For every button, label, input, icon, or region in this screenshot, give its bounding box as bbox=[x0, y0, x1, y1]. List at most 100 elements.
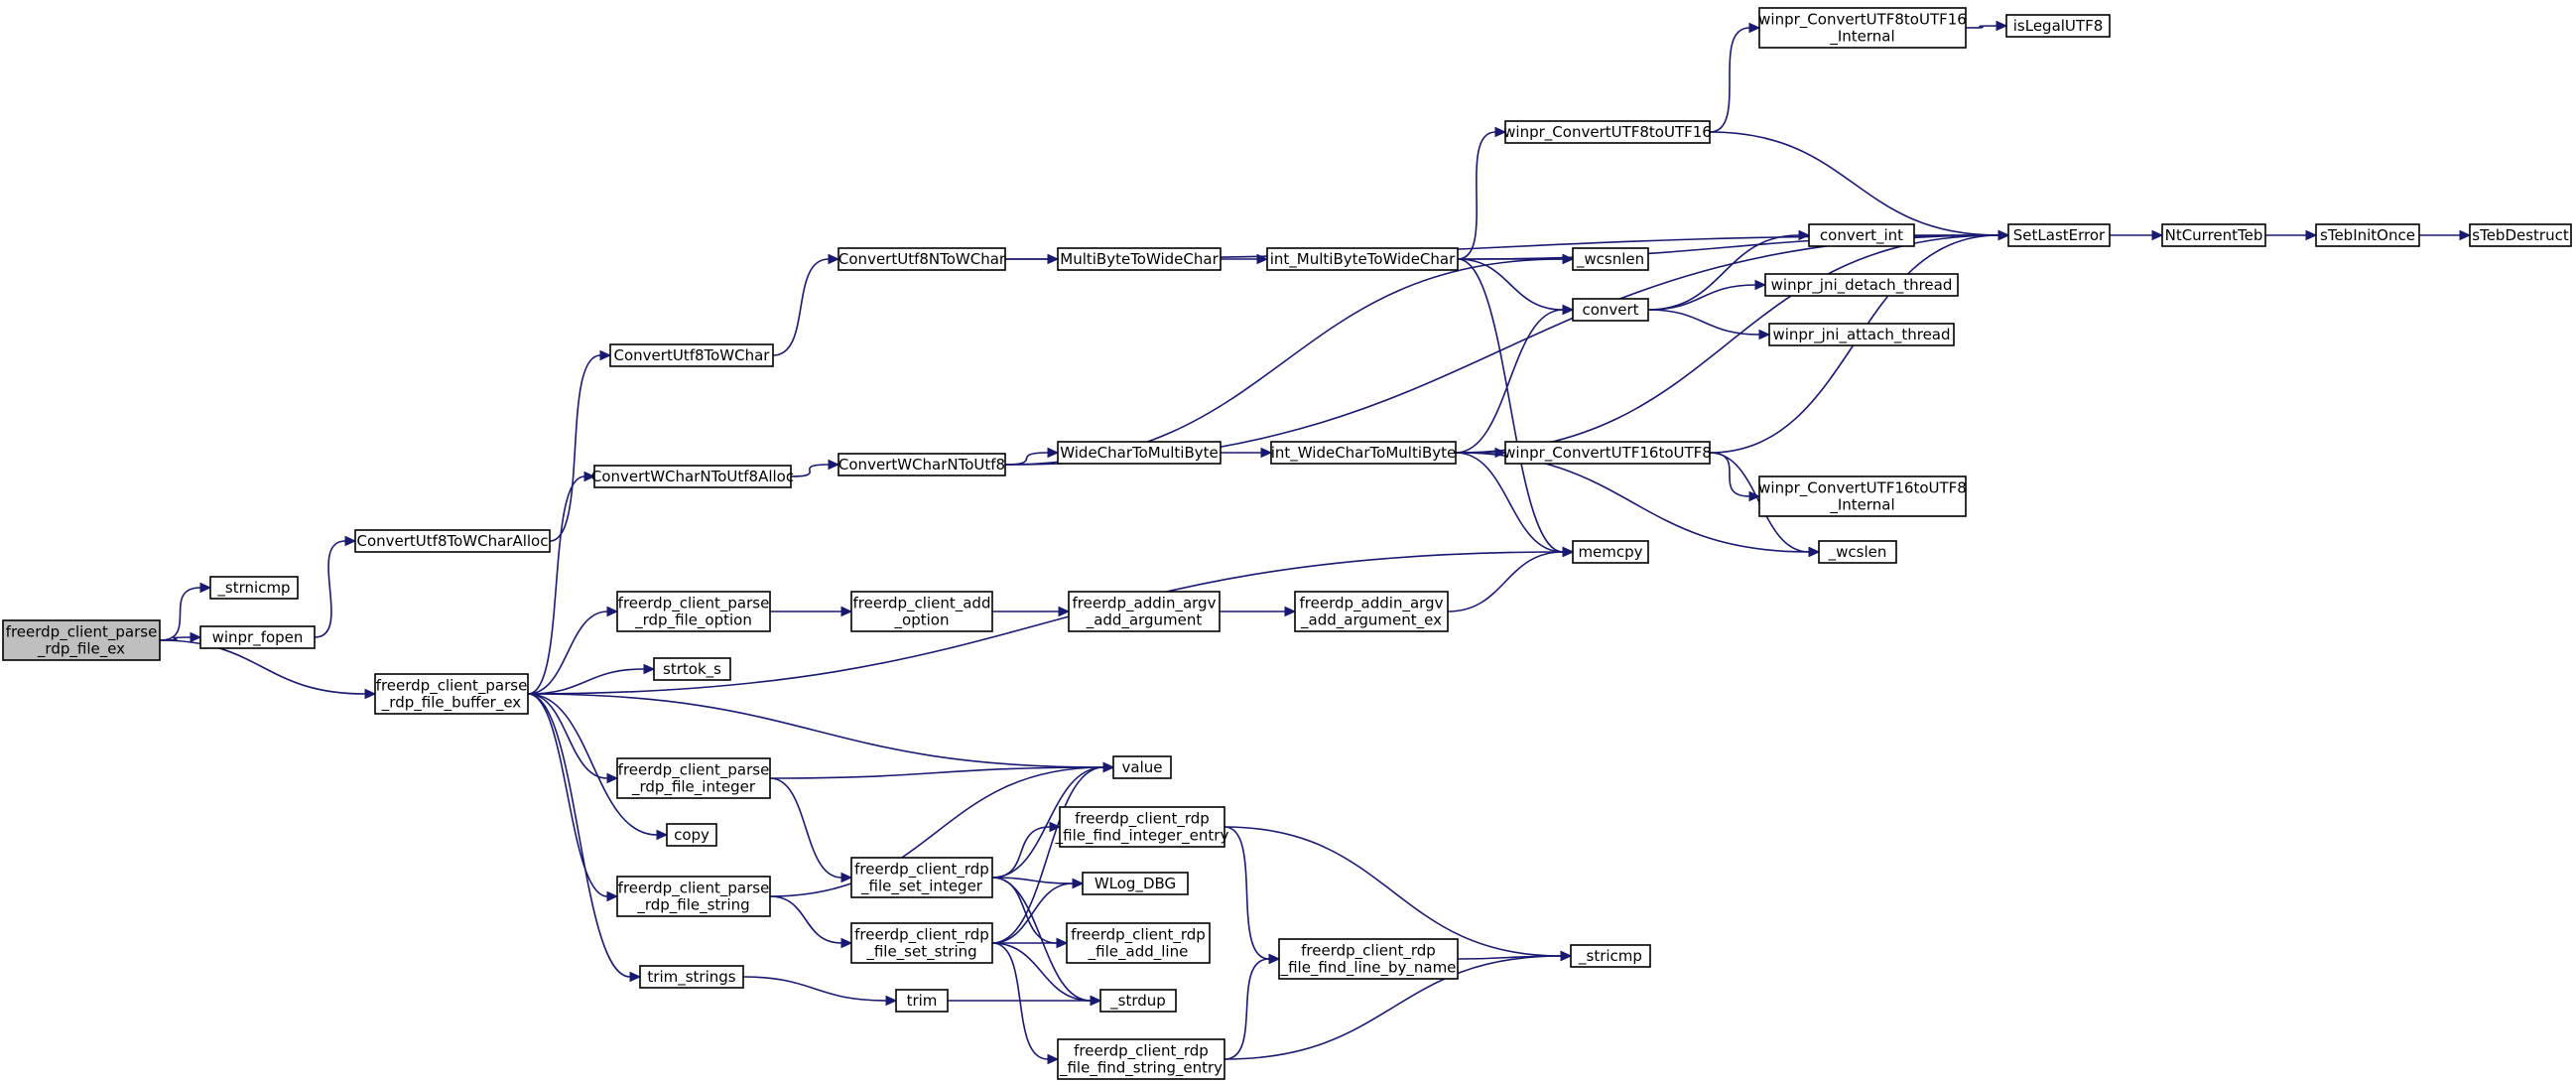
graph-node-is-legal-utf8[interactable]: isLegalUTF8 bbox=[2005, 14, 2111, 38]
graph-node-value[interactable]: value bbox=[1112, 755, 1172, 779]
node-box bbox=[2161, 223, 2266, 247]
graph-node-trim-strings[interactable]: trim_strings bbox=[639, 965, 744, 989]
graph-node-utf8n-to-wchar[interactable]: ConvertUtf8NToWChar bbox=[837, 247, 1006, 271]
node-label: winpr_jni_detach_thread bbox=[1771, 276, 1953, 295]
graph-node-parse-buffer-ex[interactable]: freerdp_client_parse_rdp_file_buffer_ex bbox=[374, 673, 529, 715]
node-box bbox=[1818, 540, 1897, 564]
graph-node-convert[interactable]: convert bbox=[1572, 298, 1649, 322]
node-label: _option bbox=[894, 611, 950, 630]
node-label: winpr_jni_attach_thread bbox=[1772, 326, 1950, 344]
graph-node-add-option[interactable]: freerdp_client_add_option bbox=[850, 591, 993, 632]
graph-node-steb-init-once[interactable]: sTebInitOnce bbox=[2315, 223, 2420, 247]
graph-node-nt-current-teb[interactable]: NtCurrentTeb bbox=[2161, 223, 2266, 247]
edge-int-mb-to-wc-to-winpr-utf8-to-utf16 bbox=[1457, 126, 1507, 260]
graph-node-root[interactable]: freerdp_client_parse_rdp_file_ex bbox=[2, 619, 161, 661]
node-box bbox=[1504, 441, 1711, 465]
node-box bbox=[1266, 247, 1459, 271]
node-box bbox=[1278, 938, 1459, 980]
graph-node-stricmp[interactable]: _stricmp bbox=[1570, 944, 1651, 968]
node-box bbox=[850, 857, 993, 898]
graph-node-winpr-utf16-to-utf8[interactable]: winpr_ConvertUTF16toUTF8 bbox=[1503, 441, 1712, 465]
edge-parse-integer-to-set-integer bbox=[769, 777, 853, 883]
node-label: ConvertUtf8ToWCharAlloc bbox=[357, 532, 549, 550]
graph-node-argv-add-argument-ex[interactable]: freerdp_addin_argv_add_argument_ex bbox=[1294, 591, 1449, 632]
graph-node-set-last-error[interactable]: SetLastError bbox=[2007, 223, 2111, 247]
edge-argv-add-argument-ex-to-memcpy bbox=[1447, 546, 1575, 612]
node-box bbox=[199, 625, 316, 649]
node-label: trim bbox=[907, 992, 938, 1010]
node-label: freerdp_client_parse bbox=[376, 677, 528, 696]
graph-node-int-wc-to-mb[interactable]: int_WideCharToMultiByte bbox=[1270, 441, 1457, 465]
graph-node-copy[interactable]: copy bbox=[666, 823, 717, 847]
node-label: winpr_ConvertUTF16toUTF8 bbox=[1503, 444, 1712, 463]
graph-node-parse-option[interactable]: freerdp_client_parse_rdp_file_option bbox=[616, 591, 771, 632]
node-box bbox=[1758, 475, 1967, 517]
graph-node-convert-int[interactable]: convert_int bbox=[1808, 223, 1915, 247]
graph-node-steb-destruct[interactable]: sTebDestruct bbox=[2469, 223, 2572, 247]
graph-node-winpr-utf16-to-utf8-internal[interactable]: winpr_ConvertUTF16toUTF8_Internal bbox=[1758, 475, 1967, 517]
node-label: freerdp_client_add bbox=[853, 595, 991, 613]
node-label: _add_argument_ex bbox=[1300, 611, 1442, 630]
edge-set-integer-to-find-integer-entry bbox=[991, 821, 1062, 879]
edge-parse-option-to-add-option bbox=[769, 606, 853, 617]
graph-node-winpr-utf8-to-utf16[interactable]: winpr_ConvertUTF8toUTF16 bbox=[1503, 120, 1712, 144]
graph-node-memcpy[interactable]: memcpy bbox=[1572, 540, 1649, 564]
node-label: ConvertWCharNToUtf8 bbox=[838, 456, 1005, 474]
node-box bbox=[374, 673, 529, 715]
graph-node-find-line-by-name[interactable]: freerdp_client_rdp_file_find_line_by_nam… bbox=[1278, 938, 1459, 980]
node-label: ConvertUtf8ToWChar bbox=[614, 346, 771, 364]
node-box bbox=[1270, 441, 1457, 465]
graph-node-set-string[interactable]: freerdp_client_rdp_file_set_string bbox=[850, 922, 993, 964]
graph-node-trim[interactable]: trim bbox=[895, 989, 949, 1013]
graph-node-wcharn-to-utf8[interactable]: ConvertWCharNToUtf8 bbox=[837, 453, 1006, 476]
graph-node-find-integer-entry[interactable]: freerdp_client_rdp_file_find_integer_ent… bbox=[1055, 806, 1229, 848]
graph-node-winpr-fopen[interactable]: winpr_fopen bbox=[199, 625, 316, 649]
graph-node-utf8-to-wchar[interactable]: ConvertUtf8ToWChar bbox=[609, 343, 774, 367]
edge-find-string-entry-to-stricmp bbox=[1224, 950, 1573, 1060]
node-label: ConvertWCharNToUtf8Alloc bbox=[591, 468, 794, 485]
graph-node-jni-attach[interactable]: winpr_jni_attach_thread bbox=[1768, 323, 1955, 346]
edge-set-last-error-to-nt-current-teb bbox=[2110, 229, 2164, 241]
graph-node-wlog-dbg[interactable]: WLog_DBG bbox=[1082, 872, 1189, 895]
node-label: convert bbox=[1582, 301, 1638, 319]
edge-convert-to-convert-int bbox=[1647, 229, 1811, 311]
graph-node-winpr-utf8-to-utf16-internal[interactable]: winpr_ConvertUTF8toUTF16_Internal bbox=[1758, 7, 1967, 49]
node-label: _rdp_file_string bbox=[636, 896, 749, 915]
edge-int-wc-to-mb-to-convert bbox=[1455, 304, 1575, 454]
graph-node-strtok-s[interactable]: strtok_s bbox=[653, 657, 731, 681]
graph-node-wcsnlen[interactable]: _wcsnlen bbox=[1572, 247, 1649, 271]
nodes: freerdp_client_parse_rdp_file_ex _strnicm… bbox=[2, 7, 2572, 1080]
node-box bbox=[1570, 944, 1651, 968]
graph-node-set-integer[interactable]: freerdp_client_rdp_file_set_integer bbox=[850, 857, 993, 898]
edge-root-to-strnicmp bbox=[159, 582, 212, 641]
node-label: isLegalUTF8 bbox=[2013, 17, 2104, 35]
graph-node-int-mb-to-wc[interactable]: int_MultiByteToWideChar bbox=[1266, 247, 1459, 271]
graph-node-parse-integer[interactable]: freerdp_client_parse_rdp_file_integer bbox=[616, 757, 771, 799]
edge-parse-buffer-ex-to-wcharn-to-utf8-alloc bbox=[527, 471, 596, 695]
node-box bbox=[1057, 247, 1222, 271]
graph-node-strnicmp[interactable]: _strnicmp bbox=[209, 576, 299, 600]
graph-node-strdup[interactable]: _strdup bbox=[1099, 989, 1177, 1013]
node-box bbox=[1294, 591, 1449, 632]
graph-node-wc-to-mb[interactable]: WideCharToMultiByte bbox=[1057, 441, 1222, 465]
node-label: _wcslen bbox=[1828, 543, 1887, 562]
node-label: SetLastError bbox=[2013, 226, 2106, 244]
node-box bbox=[666, 823, 717, 847]
graph-node-wcharn-to-utf8-alloc[interactable]: ConvertWCharNToUtf8Alloc bbox=[591, 465, 794, 488]
graph-node-parse-string[interactable]: freerdp_client_parse_rdp_file_string bbox=[616, 876, 771, 917]
node-label: memcpy bbox=[1578, 543, 1642, 561]
graph-node-find-string-entry[interactable]: freerdp_client_rdp_file_find_string_entr… bbox=[1057, 1038, 1225, 1080]
node-box bbox=[653, 657, 731, 681]
node-box bbox=[354, 529, 551, 553]
graph-node-utf8-to-wchar-alloc[interactable]: ConvertUtf8ToWCharAlloc bbox=[354, 529, 551, 553]
node-label: MultiByteToWideChar bbox=[1060, 250, 1219, 268]
node-label: WideCharToMultiByte bbox=[1060, 444, 1219, 462]
node-box bbox=[1066, 922, 1211, 964]
graph-node-jni-detach[interactable]: winpr_jni_detach_thread bbox=[1764, 273, 1959, 297]
graph-node-add-line[interactable]: freerdp_client_rdp_file_add_line bbox=[1066, 922, 1211, 964]
graph-node-mb-to-wc[interactable]: MultiByteToWideChar bbox=[1057, 247, 1222, 271]
graph-node-wcslen[interactable]: _wcslen bbox=[1818, 540, 1897, 564]
edge-set-string-to-wlog-dbg bbox=[991, 878, 1085, 944]
graph-node-argv-add-argument[interactable]: freerdp_addin_argv_add_argument bbox=[1068, 591, 1221, 632]
node-label: freerdp_addin_argv bbox=[1300, 595, 1444, 613]
